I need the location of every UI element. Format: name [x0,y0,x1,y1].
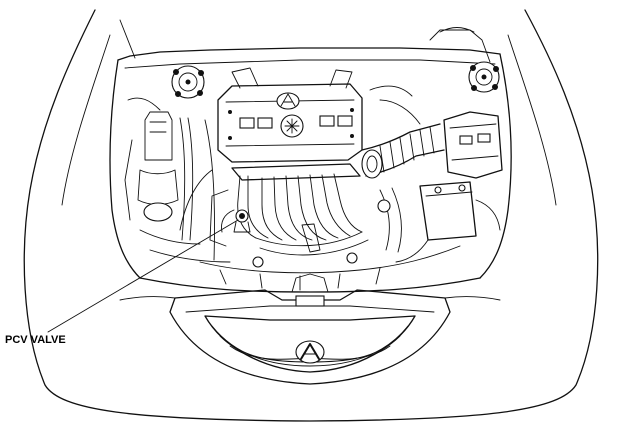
callout-leader-line [47,219,239,333]
air-box [443,111,503,179]
pcv-valve-label: PCV VALVE [5,334,66,346]
right-strut-tower [468,61,500,93]
intake-manifold [231,163,369,256]
hood-outline [23,9,599,422]
pcv-valve-icon [233,209,251,233]
intake-hose [361,85,445,253]
acura-logo-icon [276,92,300,110]
lower-engine [199,189,461,291]
battery [395,181,501,263]
valve-cover [217,67,363,163]
grille-acura-logo-icon [295,340,325,364]
front-bumper [119,273,501,385]
left-strut-tower [171,65,205,99]
left-components [124,97,231,263]
engine-bay-frame [109,19,512,293]
